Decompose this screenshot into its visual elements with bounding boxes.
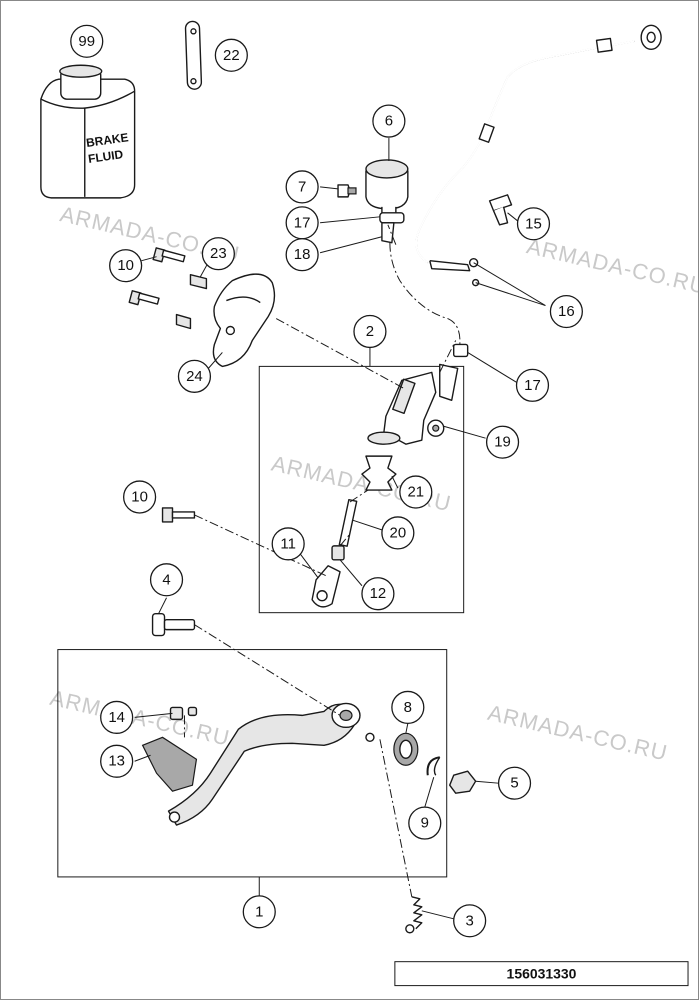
svg-text:16: 16 xyxy=(558,303,575,320)
drawing-code: 156031330 xyxy=(507,966,577,982)
screw-lower xyxy=(128,290,160,306)
reservoir-hose xyxy=(381,222,461,347)
fork-head xyxy=(311,565,341,608)
callout-24: 24 xyxy=(177,359,212,393)
spacer-sleeve xyxy=(175,273,208,330)
screw-upper xyxy=(152,247,186,263)
assembly-lines xyxy=(183,224,457,897)
bottle-label-line2: FLUID xyxy=(87,147,124,166)
drawing-code-box: 156031330 xyxy=(394,961,689,987)
callout-2: 2 xyxy=(353,314,387,349)
svg-text:13: 13 xyxy=(108,753,125,770)
callout-99: 99 xyxy=(70,24,104,58)
svg-text:22: 22 xyxy=(223,47,240,64)
clip-strap xyxy=(184,20,203,90)
svg-text:2: 2 xyxy=(366,323,374,340)
svg-text:4: 4 xyxy=(162,571,170,588)
callout-9: 9 xyxy=(408,806,442,840)
dust-boot xyxy=(361,455,397,491)
bottle-label-line1: BRAKE xyxy=(85,130,129,150)
callout-3: 3 xyxy=(453,904,487,938)
hose-clamp-lower xyxy=(453,343,469,358)
brake-pedal-assembly-box xyxy=(57,649,448,878)
svg-text:10: 10 xyxy=(117,257,134,274)
svg-text:21: 21 xyxy=(407,484,424,501)
callout-18: 18 xyxy=(285,238,319,272)
callout-16: 16 xyxy=(549,294,583,329)
fork-bolt xyxy=(161,507,196,523)
callout-15: 15 xyxy=(516,207,551,241)
svg-text:1: 1 xyxy=(255,903,263,920)
brake-pedal xyxy=(167,702,375,826)
brake-fluid-bottle: BRAKE FLUID xyxy=(40,64,136,199)
brake-line xyxy=(415,24,662,287)
callout-11: 11 xyxy=(271,527,305,561)
callout-20: 20 xyxy=(381,516,415,550)
svg-text:9: 9 xyxy=(421,815,429,832)
fluid-reservoir xyxy=(365,159,409,220)
svg-text:20: 20 xyxy=(390,524,407,541)
callout-5: 5 xyxy=(497,766,532,800)
watermark: ARMADA-CO.RU xyxy=(48,685,233,751)
callout-21: 21 xyxy=(399,475,433,509)
callout-1: 1 xyxy=(242,895,276,929)
callout-12: 12 xyxy=(361,577,395,611)
svg-text:17: 17 xyxy=(524,377,541,394)
svg-text:8: 8 xyxy=(404,699,412,716)
return-spring xyxy=(405,896,423,934)
callout-8: 8 xyxy=(391,690,425,725)
svg-text:18: 18 xyxy=(294,246,311,263)
svg-text:24: 24 xyxy=(186,368,203,385)
svg-text:7: 7 xyxy=(298,178,306,195)
callout-6: 6 xyxy=(372,104,406,138)
callout-17: 17 xyxy=(285,206,319,240)
svg-text:5: 5 xyxy=(510,775,518,792)
callout-23: 23 xyxy=(201,237,235,271)
callout-14: 14 xyxy=(100,700,134,734)
bearing xyxy=(393,732,419,766)
svg-text:6: 6 xyxy=(385,113,393,130)
protective-cover xyxy=(212,273,276,368)
callout-7: 7 xyxy=(285,170,319,204)
callout-4: 4 xyxy=(149,563,184,597)
svg-text:99: 99 xyxy=(78,33,95,50)
svg-text:10: 10 xyxy=(131,489,148,506)
circlip xyxy=(426,756,441,776)
callout-17b: 17 xyxy=(515,368,550,402)
pedal-tip xyxy=(141,736,198,792)
push-rod xyxy=(338,498,358,547)
reservoir-screw xyxy=(337,184,357,198)
svg-text:15: 15 xyxy=(525,215,542,232)
hose-clamp-upper xyxy=(379,212,405,224)
banjo-bolt xyxy=(488,194,513,226)
svg-text:3: 3 xyxy=(465,912,473,929)
svg-text:19: 19 xyxy=(494,434,511,451)
callout-10b: 10 xyxy=(122,480,157,514)
svg-text:14: 14 xyxy=(108,709,125,726)
pedal-nut xyxy=(449,770,477,794)
svg-text:17: 17 xyxy=(294,214,311,231)
pivot-bolt xyxy=(151,612,196,637)
callout-19: 19 xyxy=(485,425,520,459)
callout-13: 13 xyxy=(100,744,134,778)
svg-text:12: 12 xyxy=(370,585,387,602)
svg-text:11: 11 xyxy=(280,535,296,552)
svg-text:23: 23 xyxy=(210,245,227,262)
watermark: ARMADA-CO.RU xyxy=(524,233,699,299)
leader-lines xyxy=(134,138,546,920)
master-cylinder xyxy=(367,363,459,445)
master-cylinder-assembly-box xyxy=(258,365,465,614)
callout-22: 22 xyxy=(214,38,248,72)
watermark: ARMADA-CO.RU xyxy=(485,700,670,766)
lock-nut xyxy=(331,545,345,561)
callout-10: 10 xyxy=(109,249,143,283)
